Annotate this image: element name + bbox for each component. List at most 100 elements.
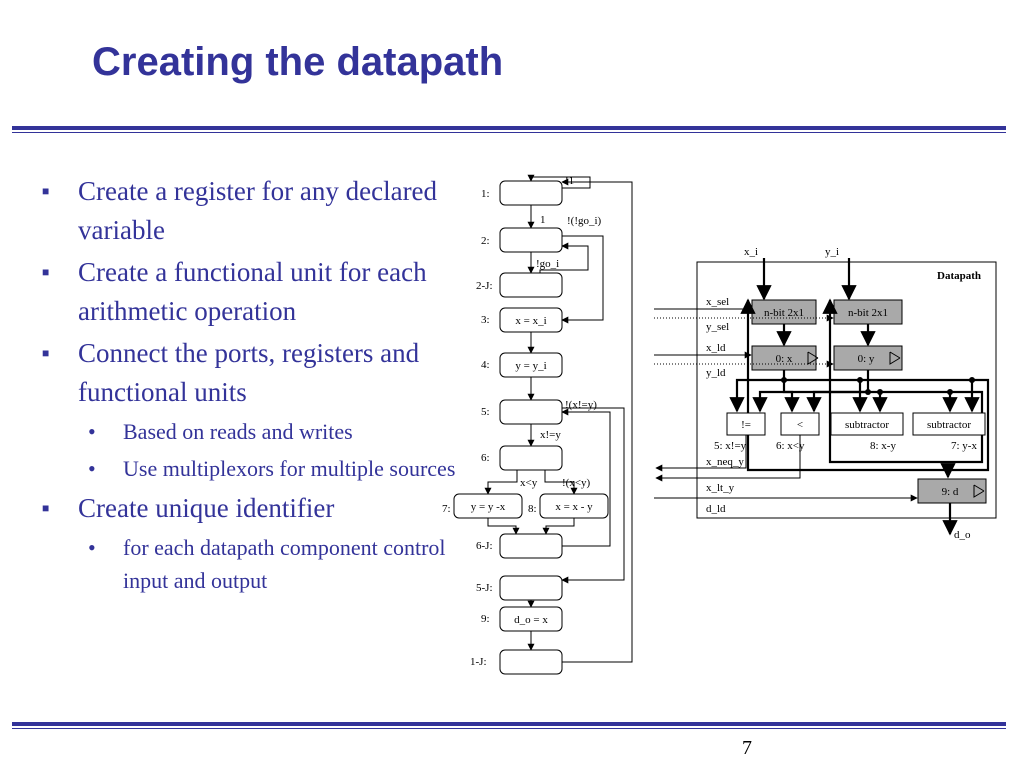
datapath-diagram: Datapath x_i y_i n-bit 2x1 n-bit 2x1 0: … bbox=[654, 246, 997, 541]
bus-y-to-sub1 bbox=[868, 390, 888, 413]
unit-id-sub1: 8: x-y bbox=[870, 440, 896, 452]
status-label-x-neq-y: x_neq_y bbox=[706, 456, 744, 468]
input-label-y-i: y_i bbox=[825, 246, 839, 258]
control-label-y-sel: y_sel bbox=[706, 321, 729, 333]
bus-x-to-neq bbox=[729, 370, 786, 413]
mux-x-label: n-bit 2x1 bbox=[764, 307, 804, 319]
fsm-state-1j bbox=[499, 649, 563, 675]
register-d bbox=[917, 478, 987, 504]
bus-x-to-sub2 bbox=[860, 378, 980, 413]
register-x-label: 0: x bbox=[776, 353, 793, 365]
wire-x-neq-y bbox=[655, 435, 747, 472]
slide-title: Creating the datapath bbox=[92, 40, 504, 84]
bullet-connect: Connect the ports, registers and functio… bbox=[40, 334, 460, 412]
fsm-state-label-1: 1: bbox=[481, 188, 490, 200]
fsm-arrow-6-7 bbox=[484, 470, 518, 495]
register-d-clock-icon bbox=[973, 484, 985, 498]
register-y bbox=[833, 345, 903, 371]
unit-id-lt: 6: x<y bbox=[776, 440, 805, 452]
fsm-state-label-7: 7: bbox=[442, 503, 451, 515]
fsm-cond-1: 1 bbox=[540, 214, 546, 226]
bullet-list: Create a register for any declared varia… bbox=[40, 172, 460, 601]
datapath-boundary bbox=[696, 261, 997, 519]
fsm-action-7: y = y -x bbox=[471, 501, 506, 513]
fsm-state-6j bbox=[499, 533, 563, 559]
bus-node-y2 bbox=[877, 389, 883, 395]
unit-id-neq: 5: x!=y bbox=[714, 440, 747, 452]
fsm-state-label-6j: 6-J: bbox=[476, 540, 493, 552]
bus-y-to-sub2 bbox=[880, 390, 958, 413]
bus-node-x2 bbox=[857, 377, 863, 383]
fsm-cond-not-neq: !(x!=y) bbox=[565, 399, 597, 411]
fsm-diagram: 1: 2: 2-J: 3: 4: 5: 6: 7: 8: 6-J: 5-J: 9… bbox=[442, 174, 633, 675]
output-label-d-o: d_o bbox=[954, 529, 971, 541]
fsm-arrow-6-8 bbox=[544, 470, 578, 495]
fsm-arrow-1j-1 bbox=[561, 178, 633, 663]
fsm-arrow-8-6j bbox=[542, 518, 575, 535]
bus-node-y3 bbox=[947, 389, 953, 395]
sub-bullet-multiplexors: Use multiplexors for multiple sources bbox=[40, 452, 460, 485]
fsm-cond-notgo: !go_i bbox=[536, 258, 559, 270]
fsm-state-label-9: 9: bbox=[481, 613, 490, 625]
fsm-state-label-6: 6: bbox=[481, 452, 490, 464]
fsm-state-2j bbox=[499, 272, 563, 298]
bus-node-y bbox=[865, 389, 871, 395]
fsm-state-6 bbox=[499, 445, 563, 471]
sub-bullet-each-component: for each datapath component control inpu… bbox=[40, 531, 460, 597]
bullet-functional-unit: Create a functional unit for each arithm… bbox=[40, 253, 460, 331]
mux-y-label: n-bit 2x1 bbox=[848, 307, 888, 319]
bullet-identifier: Create unique identifier bbox=[40, 489, 460, 528]
unit-sub2-label: subtractor bbox=[927, 419, 971, 431]
bus-x-to-sub1 bbox=[784, 378, 868, 413]
fsm-state-2 bbox=[499, 227, 563, 253]
bus-node-x3 bbox=[969, 377, 975, 383]
sub-bullet-reads-writes: Based on reads and writes bbox=[40, 415, 460, 448]
fsm-cond-lt: x<y bbox=[520, 477, 538, 489]
bottom-rule bbox=[12, 722, 1006, 726]
bullet-register: Create a register for any declared varia… bbox=[40, 172, 460, 250]
control-label-d-ld: d_ld bbox=[706, 503, 726, 515]
register-d-label: 9: d bbox=[942, 486, 959, 498]
fsm-action-8: x = x - y bbox=[555, 501, 593, 513]
fsm-state-5 bbox=[499, 399, 563, 425]
unit-subtractor-1 bbox=[830, 412, 904, 436]
bottom-rule-thin bbox=[12, 728, 1006, 729]
fsm-arrow-go-to-3 bbox=[561, 235, 604, 324]
register-x bbox=[751, 345, 817, 371]
fsm-state-label-1j: 1-J: bbox=[470, 656, 487, 668]
fsm-state-label-2: 2: bbox=[481, 235, 490, 247]
page-number: 7 bbox=[742, 737, 752, 759]
status-label-x-lt-y: x_lt_y bbox=[706, 482, 735, 494]
fsm-cond-not-notgo: !(!go_i) bbox=[567, 215, 602, 227]
bus-x-to-lt bbox=[782, 380, 800, 413]
top-rule bbox=[12, 126, 1006, 130]
fsm-state-1 bbox=[499, 180, 563, 206]
bus-node-x bbox=[781, 377, 787, 383]
fsm-arrow-7-6j bbox=[487, 518, 520, 535]
fsm-arrow-notgo-loop bbox=[539, 242, 589, 273]
fsm-arrow-6j-5 bbox=[561, 408, 611, 547]
fsm-arrow-not-neq-5j bbox=[561, 407, 625, 584]
input-label-x-i: x_i bbox=[744, 246, 758, 258]
fsm-state-label-4: 4: bbox=[481, 359, 490, 371]
fsm-action-3: x = x_i bbox=[515, 315, 546, 327]
unit-id-sub2: 7: y-x bbox=[951, 440, 977, 452]
control-label-x-ld: x_ld bbox=[706, 342, 726, 354]
wire-x-lt-y bbox=[655, 435, 801, 482]
fsm-state-label-8: 8: bbox=[528, 503, 537, 515]
bus-node-d bbox=[945, 467, 951, 473]
control-label-x-sel: x_sel bbox=[706, 296, 729, 308]
fsm-state-label-5j: 5-J: bbox=[476, 582, 493, 594]
top-rule-thin bbox=[12, 132, 1006, 133]
datapath-title: Datapath bbox=[937, 270, 981, 282]
bus-y-to-lt bbox=[806, 390, 868, 413]
unit-neq-label: != bbox=[741, 419, 751, 431]
fsm-cond-neq: x!=y bbox=[540, 429, 561, 441]
unit-lt-label: < bbox=[797, 419, 803, 431]
control-label-y-ld: y_ld bbox=[706, 367, 726, 379]
register-y-clock-icon bbox=[889, 351, 901, 365]
fsm-action-4: y = y_i bbox=[515, 360, 546, 372]
fsm-cond-not1: !1 bbox=[565, 175, 574, 187]
fsm-arrow-not1-loop bbox=[527, 174, 591, 189]
